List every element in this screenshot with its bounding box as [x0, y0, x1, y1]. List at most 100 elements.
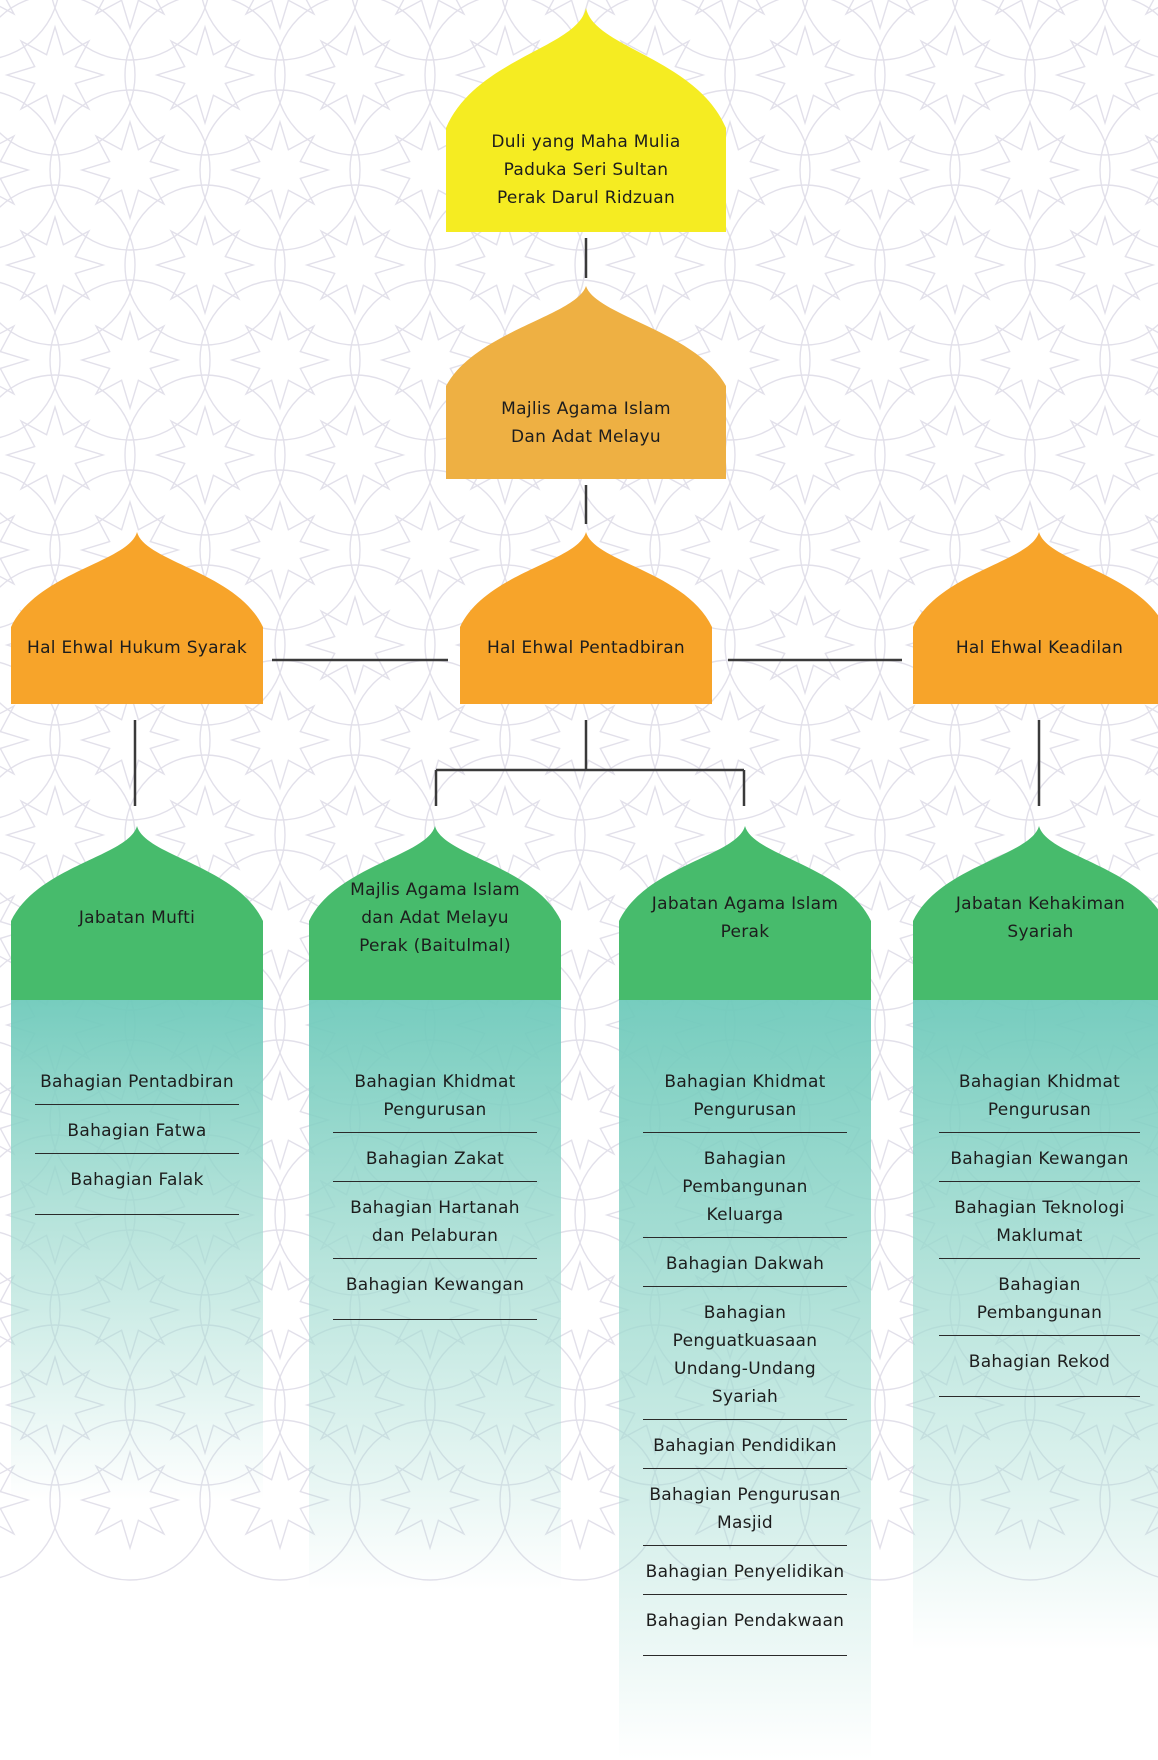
affairs-keadilan-node: Hal Ehwal Keadilan [913, 532, 1158, 704]
pattern-star [679, 689, 781, 791]
list-item: Bahagian Hartanah dan Pelaburan [333, 1182, 537, 1259]
pattern-star [1054, 24, 1156, 126]
pattern-ring [1024, 374, 1158, 536]
council-label: Majlis Agama Islam Dan Adat Melayu [501, 398, 671, 447]
pattern-ring [949, 89, 1111, 251]
dome-shape [446, 286, 726, 479]
pattern-star [244, 0, 316, 31]
pattern-star [304, 784, 406, 886]
pattern-star [4, 404, 106, 506]
pattern-star [229, 119, 331, 221]
department-jksp-node: Jabatan Kehakiman Syariah [913, 826, 1158, 1000]
pattern-star [229, 309, 331, 411]
pattern-star [679, 499, 781, 601]
pattern-star [829, 309, 931, 411]
pattern-ring [724, 184, 886, 346]
affairs-pentadbiran-label: Hal Ehwal Pentadbiran [486, 638, 686, 658]
pattern-star [154, 24, 256, 126]
pattern-ring [199, 279, 361, 441]
pattern-star [754, 784, 856, 886]
pattern-ring [724, 0, 886, 156]
pattern-ring [274, 564, 436, 726]
affairs-keadilan-label: Hal Ehwal Keadilan [955, 638, 1124, 658]
pattern-star [904, 24, 1006, 126]
list-item: Bahagian Pembangunan [939, 1259, 1140, 1336]
pattern-star [979, 689, 1081, 791]
pattern-star [229, 689, 331, 791]
list-item: Bahagian Khidmat Pengurusan [333, 1000, 537, 1133]
pattern-ring [124, 184, 286, 346]
pattern-ring [874, 184, 1036, 346]
pattern-ring [351, 0, 509, 61]
pattern-star [1129, 134, 1158, 206]
pattern-ring [1099, 662, 1158, 818]
department-mufti-node: Jabatan Mufti [11, 826, 263, 1000]
pattern-ring [1024, 184, 1158, 346]
panel-jksp: Bahagian Khidmat Pengurusan Bahagian Kew… [913, 1000, 1158, 1650]
pattern-star [79, 689, 181, 791]
section-list-jaip: Bahagian Khidmat Pengurusan Bahagian Pem… [619, 1000, 871, 1656]
pattern-star [754, 594, 856, 696]
pattern-star [829, 119, 931, 221]
pattern-star [304, 594, 406, 696]
affairs-hukum-node: Hal Ehwal Hukum Syarak [11, 532, 263, 704]
pattern-ring [0, 184, 136, 346]
pattern-ring [124, 374, 286, 536]
list-item: Bahagian Kewangan [333, 1259, 537, 1320]
pattern-star [79, 309, 181, 411]
dome-shape [619, 826, 871, 1000]
pattern-star [304, 24, 406, 126]
pattern-star [1054, 404, 1156, 506]
list-item: Bahagian Khidmat Pengurusan [643, 1000, 847, 1133]
list-item: Bahagian Teknologi Maklumat [939, 1182, 1140, 1259]
pattern-ring [1099, 282, 1158, 438]
section-list-mufti: Bahagian Pentadbiran Bahagian Fatwa Baha… [11, 1000, 263, 1215]
pattern-star [1129, 704, 1158, 776]
dome-shape [309, 826, 561, 1000]
list-item: Bahagian Kewangan [939, 1133, 1140, 1182]
list-item: Bahagian Pendidikan [643, 1420, 847, 1469]
pattern-star [904, 404, 1006, 506]
list-item: Bahagian Penyelidikan [643, 1546, 847, 1595]
pattern-ring [124, 0, 286, 156]
pattern-star [1129, 324, 1158, 396]
pattern-ring [1024, 0, 1158, 156]
pattern-ring [349, 469, 511, 631]
pattern-ring [199, 469, 361, 631]
pattern-star [4, 24, 106, 126]
pattern-star [454, 214, 556, 316]
dome-shape [11, 532, 263, 704]
section-list-jksp: Bahagian Khidmat Pengurusan Bahagian Kew… [913, 1000, 1158, 1397]
panel-mufti: Bahagian Pentadbiran Bahagian Fatwa Baha… [11, 1000, 263, 1500]
department-jksp-label: Jabatan Kehakiman Syariah [955, 894, 1126, 942]
pattern-star [829, 689, 931, 791]
council-node: Majlis Agama Islam Dan Adat Melayu [446, 286, 726, 479]
pattern-star [379, 499, 481, 601]
list-item: Bahagian Khidmat Pengurusan [939, 1000, 1140, 1133]
panel-baitulmal: Bahagian Khidmat Pengurusan Bahagian Zak… [309, 1000, 561, 1590]
pattern-ring [49, 89, 211, 251]
pattern-star [94, 0, 166, 31]
pattern-ring [0, 661, 61, 819]
department-baitulmal-node: Majlis Agama Islam dan Adat Melayu Perak… [309, 826, 561, 1000]
pattern-ring [0, 471, 61, 629]
pattern-star [754, 404, 856, 506]
pattern-star [154, 784, 256, 886]
list-item: Bahagian Falak [35, 1154, 239, 1215]
affairs-pentadbiran-node: Hal Ehwal Pentadbiran [460, 532, 712, 704]
pattern-star [4, 214, 106, 316]
pattern-star [1054, 214, 1156, 316]
pattern-star [604, 784, 706, 886]
pattern-ring [0, 281, 61, 439]
dome-shape [913, 826, 1158, 1000]
pattern-star [904, 784, 1006, 886]
dome-shape [446, 8, 726, 232]
pattern-ring [0, 1421, 61, 1579]
pattern-star [394, 0, 466, 31]
pattern-star [79, 119, 181, 221]
pattern-ring [799, 469, 961, 631]
pattern-ring [874, 0, 1036, 156]
pattern-ring [724, 564, 886, 726]
pattern-star [1054, 784, 1156, 886]
